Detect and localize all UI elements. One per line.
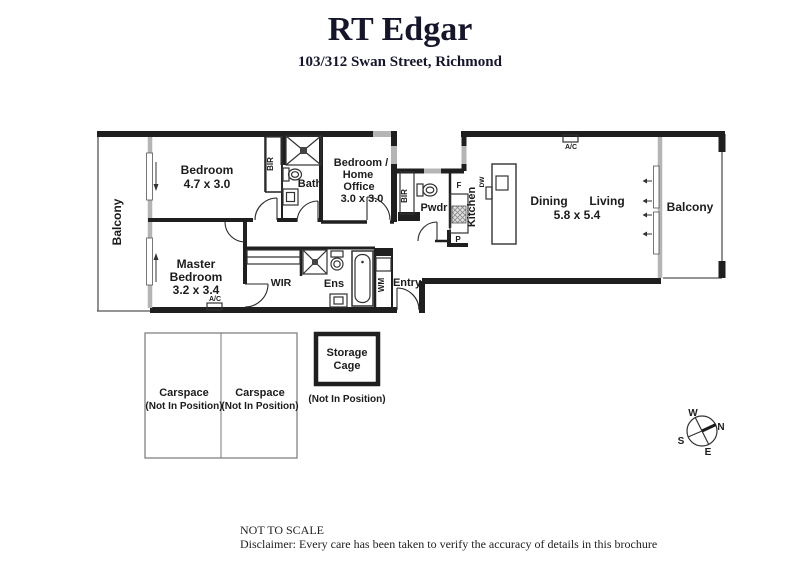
balcony-outlines [97,137,723,312]
bir1-closet [265,136,283,193]
storage-cage-outline [313,331,381,387]
wir-wardrobe [246,249,301,265]
label-ens: Ens [324,278,344,290]
kitchen-appliance [451,205,467,224]
bir2-closet [399,171,415,215]
label-pantry: P [455,235,461,244]
pwdr-toilet [416,183,438,197]
label-storage-2: Cage [334,360,361,372]
label-bir1: BIR [266,157,275,171]
label-storage-1: Storage [327,347,368,359]
parking-plan: Carspace (Not In Position) Carspace (Not… [144,331,386,459]
label-office-3: Office [343,181,374,193]
label-office-2: Home [343,169,374,181]
label-wm: WM [377,278,386,293]
ac-unit-master [206,302,223,311]
windows [146,131,663,308]
label-office-1: Bedroom / [334,157,388,169]
compass-s: S [678,436,685,447]
label-carspace1: Carspace [159,387,209,399]
label-bedroom1: Bedroom [181,163,234,177]
label-ac-master: A/C [209,296,221,303]
ens-vanity [329,293,348,308]
label-fridge: F [457,181,462,190]
label-pwdr: Pwdr [421,202,449,214]
label-wir: WIR [271,277,292,289]
label-office-dims: 3.0 x 3.0 [341,193,384,205]
label-bath: Bath [298,178,323,190]
label-ac-living: A/C [565,144,577,151]
brand-title: RT Edgar [328,11,473,48]
label-master-dims: 3.2 x 3.4 [173,283,220,297]
room-labels: Balcony Bedroom 4.7 x 3.0 BIR Bath Bedro… [110,144,714,303]
not-to-scale: NOT TO SCALE [240,523,324,537]
label-living: Living [589,194,624,208]
label-master-2: Bedroom [170,270,223,284]
compass-north-needle [701,423,717,433]
floor-plan: Balcony Bedroom 4.7 x 3.0 BIR Bath Bedro… [97,131,726,313]
ac-unit-living [562,134,579,143]
ens-bathtub [351,250,374,307]
ens-toilet [330,250,344,271]
bath-vanity [282,188,299,206]
kitchen-cabinet [449,193,469,234]
label-storage-note: (Not In Position) [308,394,385,405]
compass-s-line [687,430,703,438]
bath-shower [285,135,322,166]
bath-toilet [282,167,303,182]
property-address: 103/312 Swan Street, Richmond [298,54,503,70]
label-bedroom1-dims: 4.7 x 3.0 [184,177,231,191]
label-balcony-left: Balcony [110,198,124,245]
label-master-1: Master [177,257,216,271]
kitchen-island [485,163,517,245]
compass-n: N [717,422,724,433]
label-carspace1-note: (Not In Position) [145,401,222,412]
label-living-dims: 5.8 x 5.4 [554,208,601,222]
label-dishwasher: DW [479,176,486,188]
window-arrows [153,162,652,282]
compass-w: W [688,408,698,419]
doors [224,196,438,311]
washing-machine [375,257,392,272]
label-balcony-right: Balcony [667,200,714,214]
fixtures [206,134,579,311]
label-bir2: BIR [400,189,409,203]
label-dining: Dining [530,194,567,208]
label-kitchen: Kitchen [466,187,478,228]
compass-rose: W N S E [678,408,725,458]
disclaimer: Disclaimer: Every care has been taken to… [240,537,657,551]
ens-shower [302,249,328,275]
label-entry: Entry [393,277,422,289]
label-carspace2-note: (Not In Position) [221,401,298,412]
label-carspace2: Carspace [235,387,285,399]
compass-e: E [705,447,712,458]
